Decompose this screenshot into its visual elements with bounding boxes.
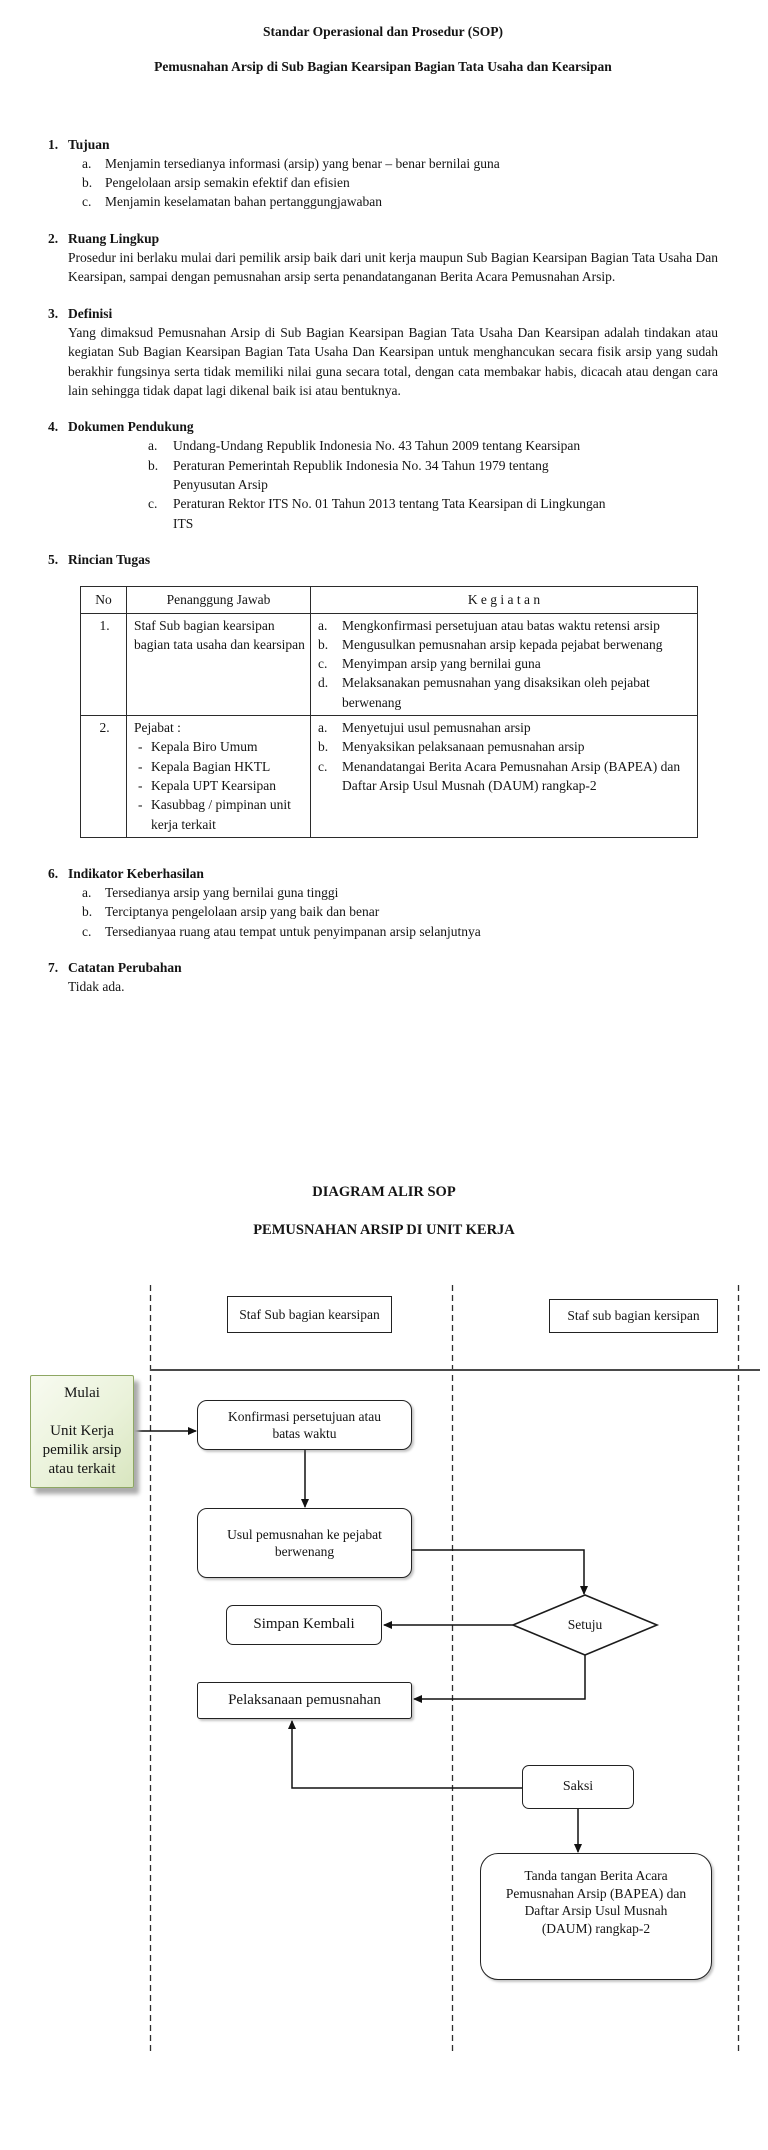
section-rincian-tugas: 5. Rincian Tugas xyxy=(48,550,718,569)
bapea-node: Tanda tangan Berita Acara Pemusnahan Ars… xyxy=(480,1853,712,1980)
section-number: 6. xyxy=(48,865,59,881)
lane-header-left: Staf Sub bagian kearsipan xyxy=(227,1296,392,1333)
activity-item: c. Menandatangai Berita Acara Pemusnahan… xyxy=(318,758,681,793)
arrow-setuju-to-pelaksanaan xyxy=(413,1655,586,1703)
usul-node: Usul pemusnahan ke pejabat berwenang xyxy=(197,1508,412,1578)
arrow-saksi-to-pelaksanaan xyxy=(288,1720,522,1789)
section-indikator: 6. Indikator Keberhasilan a. Tersedianya… xyxy=(48,864,718,941)
section-heading: Indikator Keberhasilan xyxy=(68,865,204,881)
responsible-intro: Pejabat : xyxy=(134,720,181,736)
tasks-table: No Penanggung Jawab K e g i a t a n 1. S… xyxy=(80,586,698,838)
section-number: 4. xyxy=(48,419,59,435)
start-node: Mulai Unit Kerja pemilik arsip atau terk… xyxy=(30,1375,134,1488)
section-dokumen-pendukung: 4. Dokumen Pendukung a. Undang-Undang Re… xyxy=(48,417,718,533)
document-body: Standar Operasional dan Prosedur (SOP) P… xyxy=(0,0,768,1014)
decision-diamond xyxy=(510,1594,660,1656)
list-item: b. Terciptanya pengelolaan arsip yang ba… xyxy=(82,904,380,920)
section-number: 3. xyxy=(48,305,59,321)
list-item: c. Menjamin keselamatan bahan pertanggun… xyxy=(82,194,383,210)
section-number: 7. xyxy=(48,959,59,975)
diagram-subtitle: PEMUSNAHAN ARSIP DI UNIT KERJA xyxy=(253,1222,515,1238)
document-subtitle: Pemusnahan Arsip di Sub Bagian Kearsipan… xyxy=(154,59,612,75)
section-number: 2. xyxy=(48,230,59,246)
responsible-cell: Pejabat : - Kepala Biro Umum - Kepala Ba… xyxy=(126,715,311,838)
activities-cell: a. Menyetujui usul pemusnahan arsip b. M… xyxy=(310,715,698,838)
section-paragraph: Prosedur ini berlaku mulai dari pemilik … xyxy=(68,250,718,285)
activities-cell: a. Mengkonfirmasi persetujuan atau batas… xyxy=(310,612,698,717)
column-header-no: No xyxy=(80,586,127,614)
responsible-bullet: - Kepala Bagian HKTL xyxy=(138,758,271,774)
section-heading: Definisi xyxy=(68,305,113,321)
activity-item: c. Menyimpan arsip yang bernilai guna xyxy=(318,656,541,672)
flowchart-section: DIAGRAM ALIR SOP PEMUSNAHAN ARSIP DI UNI… xyxy=(0,1180,768,2090)
column-header-penanggung-jawab: Penanggung Jawab xyxy=(126,586,311,614)
setuju-label: Setuju xyxy=(567,1617,603,1633)
table-header-row: No Penanggung Jawab K e g i a t a n xyxy=(80,586,698,614)
section-paragraph: Tidak ada. xyxy=(68,979,125,995)
simpan-kembali-node: Simpan Kembali xyxy=(226,1605,382,1645)
section-heading: Ruang Lingkup xyxy=(68,230,160,246)
list-item: a. Undang-Undang Republik Indonesia No. … xyxy=(148,438,581,454)
activity-item: a. Mengkonfirmasi persetujuan atau batas… xyxy=(318,617,660,633)
flowchart-connectors xyxy=(134,1285,760,2052)
diagram-title: DIAGRAM ALIR SOP xyxy=(312,1184,456,1200)
arrow-usul-to-setuju xyxy=(412,1549,588,1595)
section-ruang-lingkup: 2. Ruang Lingkup Prosedur ini berlaku mu… xyxy=(48,229,718,287)
responsible-bullet: - Kepala Biro Umum xyxy=(138,739,258,755)
responsible-cell: Staf Sub bagian kearsipan bagian tata us… xyxy=(126,612,311,717)
section-number: 1. xyxy=(48,136,59,152)
lane-header-right: Staf sub bagian kersipan xyxy=(549,1299,718,1333)
section-heading: Tujuan xyxy=(68,136,110,152)
row-number: 1. xyxy=(80,612,127,717)
list-item: b. Pengelolaan arsip semakin efektif dan… xyxy=(82,175,350,191)
activity-item: d. Melaksanakan pemusnahan yang disaksik… xyxy=(318,675,650,710)
section-catatan-perubahan: 7. Catatan Perubahan Tidak ada. xyxy=(48,958,718,997)
section-heading: Rincian Tugas xyxy=(68,551,151,567)
column-header-kegiatan: K e g i a t a n xyxy=(310,586,698,614)
section-tujuan: 1. Tujuan a. Menjamin tersedianya inform… xyxy=(48,135,718,212)
responsible-bullet: - Kasubbag / pimpinan unit kerja terkait xyxy=(138,797,291,832)
section-number: 5. xyxy=(48,551,59,567)
table-row: 1. Staf Sub bagian kearsipan bagian tata… xyxy=(80,612,698,717)
activity-item: b. Mengusulkan pemusnahan arsip kepada p… xyxy=(318,636,663,652)
pelaksanaan-node: Pelaksanaan pemusnahan xyxy=(197,1682,412,1719)
table-row: 2. Pejabat : - Kepala Biro Umum - Kepala… xyxy=(80,715,698,838)
section-definisi: 3. Definisi Yang dimaksud Pemusnahan Ars… xyxy=(48,304,718,400)
konfirmasi-node: Konfirmasi persetujuan atau batas waktu xyxy=(197,1400,412,1450)
document-title: Standar Operasional dan Prosedur (SOP) xyxy=(262,24,504,39)
list-item: a. Menjamin tersedianya informasi (arsip… xyxy=(82,155,500,171)
sections: 1. Tujuan a. Menjamin tersedianya inform… xyxy=(48,135,718,997)
responsible-bullet: - Kepala UPT Kearsipan xyxy=(138,777,276,793)
section-heading: Catatan Perubahan xyxy=(68,959,182,975)
activity-item: a. Menyetujui usul pemusnahan arsip xyxy=(318,720,531,736)
saksi-node: Saksi xyxy=(522,1765,634,1809)
section-paragraph: Yang dimaksud Pemusnahan Arsip di Sub Ba… xyxy=(68,324,718,398)
list-item: c. Tersedianyaa ruang atau tempat untuk … xyxy=(82,923,481,939)
row-number: 2. xyxy=(80,715,127,838)
activity-item: b. Menyaksikan pelaksanaan pemusnahan ar… xyxy=(318,739,585,755)
list-item: a. Tersedianya arsip yang bernilai guna … xyxy=(82,885,339,901)
list-item: b. Peraturan Pemerintah Republik Indones… xyxy=(148,457,549,493)
list-item: c. Peraturan Rektor ITS No. 01 Tahun 201… xyxy=(148,496,606,531)
section-heading: Dokumen Pendukung xyxy=(68,419,194,435)
